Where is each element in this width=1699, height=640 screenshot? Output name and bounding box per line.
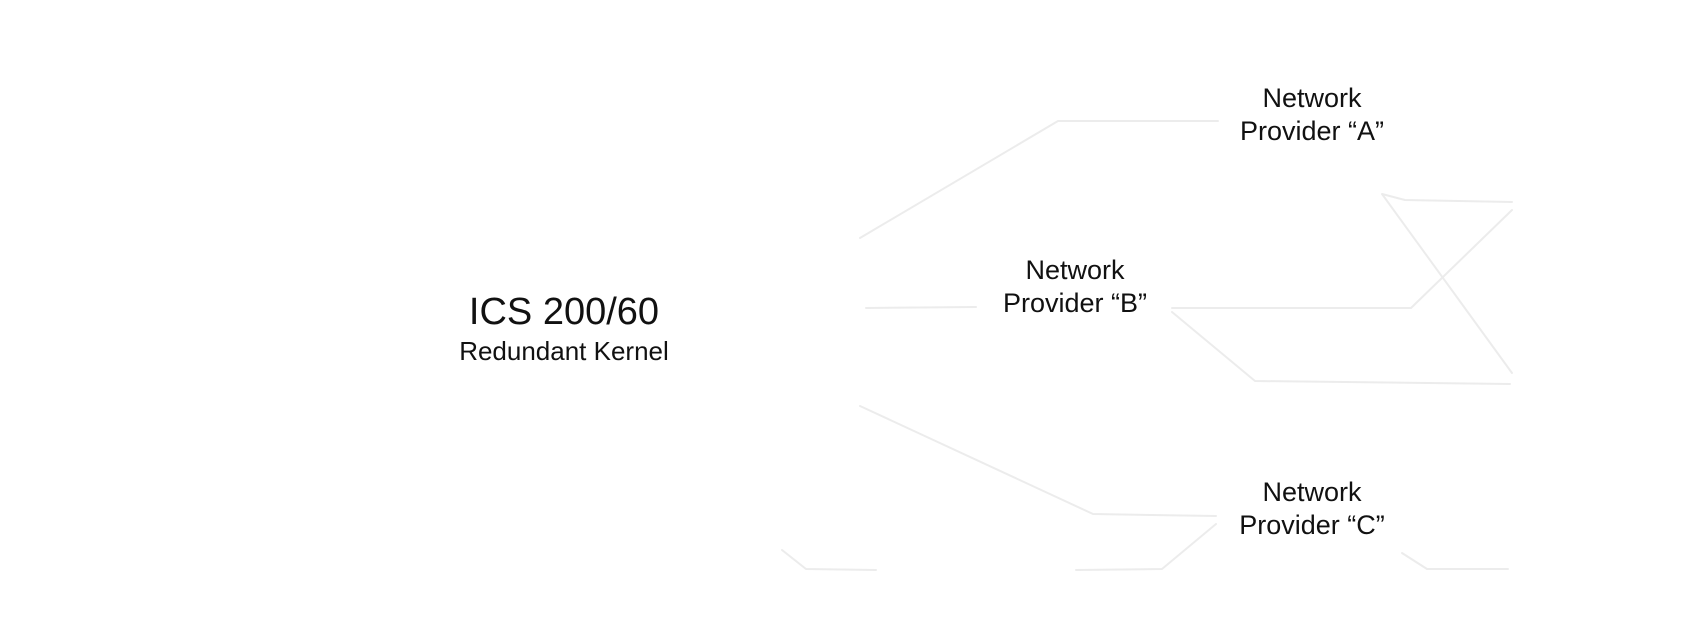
provider-c-node: Network Provider “C” [1217,476,1407,542]
provider-a-line1: Network [1262,83,1362,113]
provider-a-line2: Provider “A” [1239,115,1385,146]
kernel-subtitle: Redundant Kernel [459,335,669,366]
provider-b-line2: Provider “B” [1002,287,1148,318]
connector-kernel-provider-b [865,306,977,309]
connector-provider-a-cross [1381,193,1513,374]
provider-b-node: Network Provider “B” [980,254,1170,320]
provider-c-line2: Provider “C” [1239,509,1385,540]
connector-bottom-left [781,549,877,571]
connector-provider-b-lower [1171,311,1511,385]
provider-c-line1: Network [1262,477,1362,507]
provider-b-line1: Network [1025,255,1125,285]
provider-a-node: Network Provider “A” [1217,82,1407,148]
kernel-title: ICS 200/60 [468,291,660,333]
kernel-node: ICS 200/60 Redundant Kernel [448,291,680,369]
connector-kernel-provider-a [859,120,1219,239]
connector-kernel-provider-c [859,405,1217,517]
connector-provider-c-right [1401,552,1509,570]
connector-provider-b-upper [1171,209,1513,309]
connector-bottom-middle [1075,523,1217,571]
